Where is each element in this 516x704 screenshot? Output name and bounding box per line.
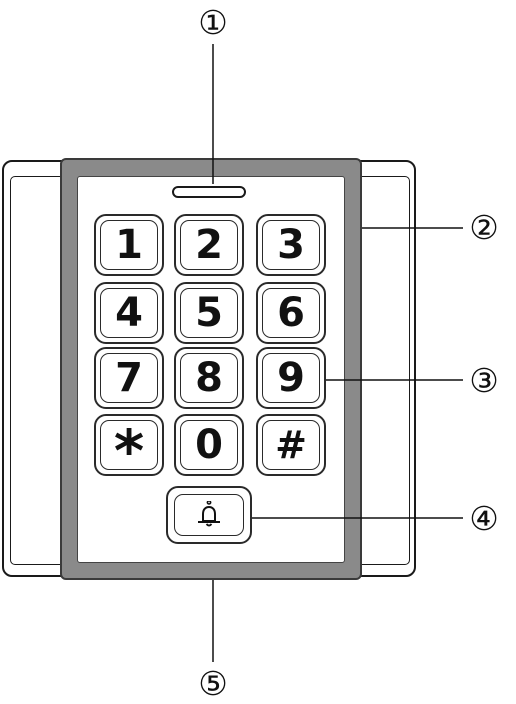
key-5-label: 5 [195,290,223,336]
callout-4: ④ [469,498,499,538]
key-7[interactable]: 7 [94,347,164,409]
key-star-label: * [113,417,145,485]
key-3-label: 3 [277,222,305,268]
callout-5: ⑤ [198,663,228,703]
key-0[interactable]: 0 [174,414,244,476]
key-2[interactable]: 2 [174,214,244,276]
doorbell-button[interactable] [166,486,252,544]
key-8-label: 8 [195,355,223,401]
key-5[interactable]: 5 [174,282,244,344]
key-9[interactable]: 9 [256,347,326,409]
key-4[interactable]: 4 [94,282,164,344]
key-hash-label: # [275,423,307,467]
key-6-label: 6 [277,290,305,336]
callout-2: ② [469,207,499,247]
callout-1: ① [198,2,228,42]
key-8[interactable]: 8 [174,347,244,409]
callout-3: ③ [469,360,499,400]
key-2-label: 2 [195,222,223,268]
key-9-label: 9 [277,355,305,401]
key-4-label: 4 [115,290,143,336]
key-1[interactable]: 1 [94,214,164,276]
key-3[interactable]: 3 [256,214,326,276]
key-6[interactable]: 6 [256,282,326,344]
key-1-label: 1 [115,222,143,268]
bell-icon [198,501,220,527]
key-0-label: 0 [195,422,223,468]
status-indicator-slot [172,186,246,198]
key-hash[interactable]: # [256,414,326,476]
key-7-label: 7 [115,355,143,401]
key-star[interactable]: * [94,414,164,480]
